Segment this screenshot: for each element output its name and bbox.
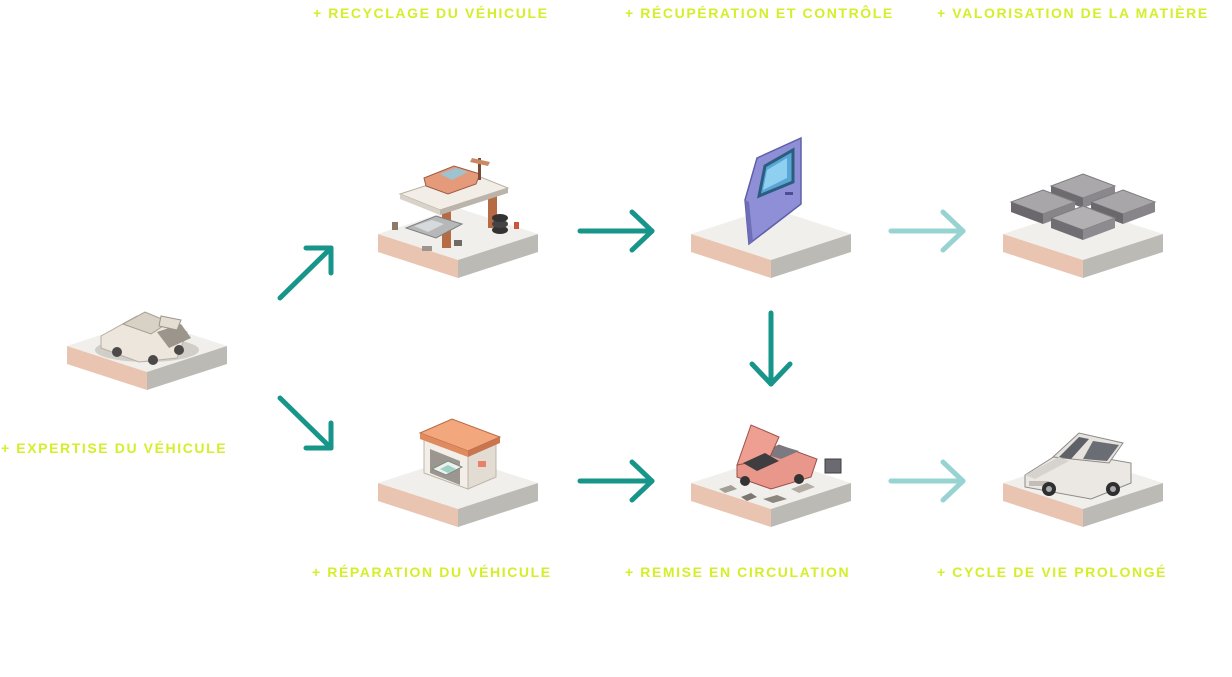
car-repair-open-hood-icon [719,424,842,503]
label-valorisation: + VALORISATION DE LA MATIÈRE [937,5,1209,21]
node-remise [691,424,851,527]
node-reparation [378,418,538,527]
metal-blocks-icon [1009,173,1157,240]
damaged-car-icon [95,311,199,365]
arrow-recyclage-to-recuperation [577,209,655,253]
label-recyclage: + RECYCLAGE DU VÉHICULE [313,5,549,21]
restored-sedan-icon [1024,432,1132,500]
label-reparation: + RÉPARATION DU VÉHICULE [312,564,552,580]
arrow-expertise-to-reparation [277,395,334,451]
car-door-icon [744,136,802,246]
arrow-reparation-to-remise [577,459,655,503]
arrow-recuperation-to-remise [749,310,793,387]
node-expertise [67,311,227,390]
arrow-remise-to-cycle [888,459,966,503]
node-recyclage [378,158,538,278]
arrow-expertise-to-recyclage [277,245,334,301]
label-recuperation: + RÉCUPÉRATION ET CONTRÔLE [625,5,894,21]
node-cycle [1003,432,1163,527]
node-recuperation [691,136,851,278]
scrapyard-car-lift-icon [392,158,519,251]
node-valorisation [1003,173,1163,278]
label-expertise: + EXPERTISE DU VÉHICULE [1,440,228,456]
garage-icon [418,418,502,490]
arrow-recuperation-to-valorisation [888,209,966,253]
label-cycle: + CYCLE DE VIE PROLONGÉ [937,564,1168,580]
label-remise: + REMISE EN CIRCULATION [625,564,851,580]
